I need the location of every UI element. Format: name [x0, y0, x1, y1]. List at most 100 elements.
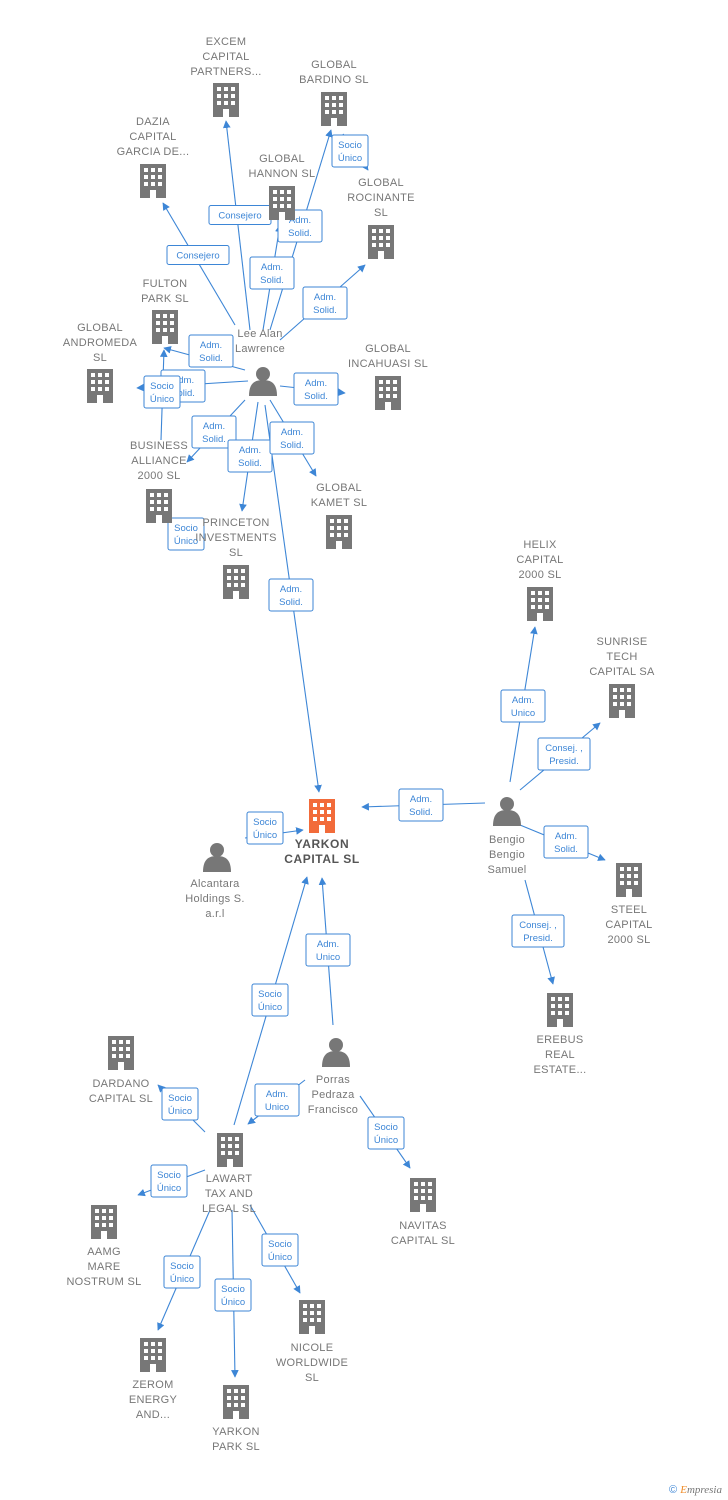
edge-label[interactable]: Adm.Solid.: [227, 439, 273, 473]
edge-label[interactable]: Adm.Unico: [305, 933, 351, 967]
node-excem[interactable]: EXCEMCAPITALPARTNERS...: [190, 36, 261, 117]
building-icon: [140, 164, 166, 198]
edge-label-text: Solid.: [280, 440, 304, 451]
edge-label[interactable]: Consej. ,Presid.: [537, 737, 591, 771]
edge-label-box: [214, 1278, 252, 1312]
edge-label-text: Adm.: [289, 215, 311, 226]
node-global_bardino[interactable]: GLOBAL BARDINO SL: [299, 59, 369, 126]
edge-label[interactable]: Adm.Solid.: [191, 415, 237, 449]
edge-label-text: Único: [268, 1252, 292, 1263]
node-label: CAPITAL: [605, 919, 652, 931]
building-icon: [87, 369, 113, 403]
node-label: Francisco: [308, 1104, 358, 1116]
building-icon: [223, 1385, 249, 1419]
edge-label[interactable]: Consejero: [166, 245, 230, 265]
edge-label[interactable]: Adm.Unico: [254, 1083, 300, 1117]
node-zerom[interactable]: ZEROMENERGYAND...: [129, 1338, 178, 1421]
edge-label[interactable]: Adm.Solid.: [293, 372, 339, 406]
edge-label-box: [143, 375, 181, 409]
edge-label-box: [302, 286, 348, 320]
edge-label-text: Socio: [170, 1261, 194, 1272]
edge-label[interactable]: Adm.Solid.: [249, 256, 295, 290]
person-icon: [249, 367, 277, 396]
edge-label[interactable]: Adm.Solid.: [398, 788, 444, 822]
edge-label[interactable]: Adm. Solid.: [269, 421, 315, 455]
edge-label-text: Unico: [316, 952, 340, 963]
edge-label[interactable]: Adm.Solid.: [302, 286, 348, 320]
node-label: 2000 SL: [607, 934, 650, 946]
node-label: ANDROMEDA: [63, 337, 138, 349]
node-label: Porras: [316, 1074, 350, 1086]
edge-label-text: Solid.: [554, 844, 578, 855]
node-label: CAPITAL: [516, 554, 563, 566]
node-label: GLOBAL: [316, 482, 362, 494]
edge-label-text: Socio: [221, 1284, 245, 1295]
node-erebus[interactable]: EREBUSREALESTATE...: [533, 993, 586, 1076]
node-label: AAMG: [87, 1246, 121, 1258]
node-label: CAPITAL SL: [391, 1235, 455, 1247]
node-label: ROCINANTE: [347, 192, 414, 204]
edge-label-text: Único: [253, 830, 277, 841]
edge-label[interactable]: Adm.Unico: [500, 689, 546, 723]
edge-label-text: Solid.: [313, 305, 337, 316]
edge-label-box: [163, 1255, 201, 1289]
edge-label[interactable]: Adm. Solid.: [543, 825, 589, 859]
edge-label-text: Unico: [511, 708, 535, 719]
edge-label-box: [188, 334, 234, 368]
edge-label-text: Único: [168, 1106, 192, 1117]
node-label: Holdings S.: [185, 893, 245, 905]
edge-label[interactable]: Consej. ,Presid.: [511, 914, 565, 948]
node-label: LEGAL SL: [202, 1203, 256, 1215]
edge-label-text: Adm.: [281, 427, 303, 438]
edge-label-text: Solid.: [304, 391, 328, 402]
node-label: 2000 SL: [137, 470, 180, 482]
edge-label-text: Adm.: [555, 831, 577, 842]
node-label: GLOBAL: [311, 59, 357, 71]
edge-label[interactable]: Adm.Solid.: [188, 334, 234, 368]
node-label: DARDANO: [92, 1078, 149, 1090]
edge-label-text: Adm.: [172, 375, 194, 386]
node-label: GARCIA DE...: [117, 146, 190, 158]
edge-label-text: Adm.: [261, 262, 283, 273]
edge-label[interactable]: Adm.Solid.: [268, 578, 314, 612]
node-label: BARDINO SL: [299, 74, 369, 86]
edge-label[interactable]: Consejero: [208, 205, 272, 225]
building-icon: [91, 1205, 117, 1239]
node-label: Pedraza: [311, 1089, 355, 1101]
